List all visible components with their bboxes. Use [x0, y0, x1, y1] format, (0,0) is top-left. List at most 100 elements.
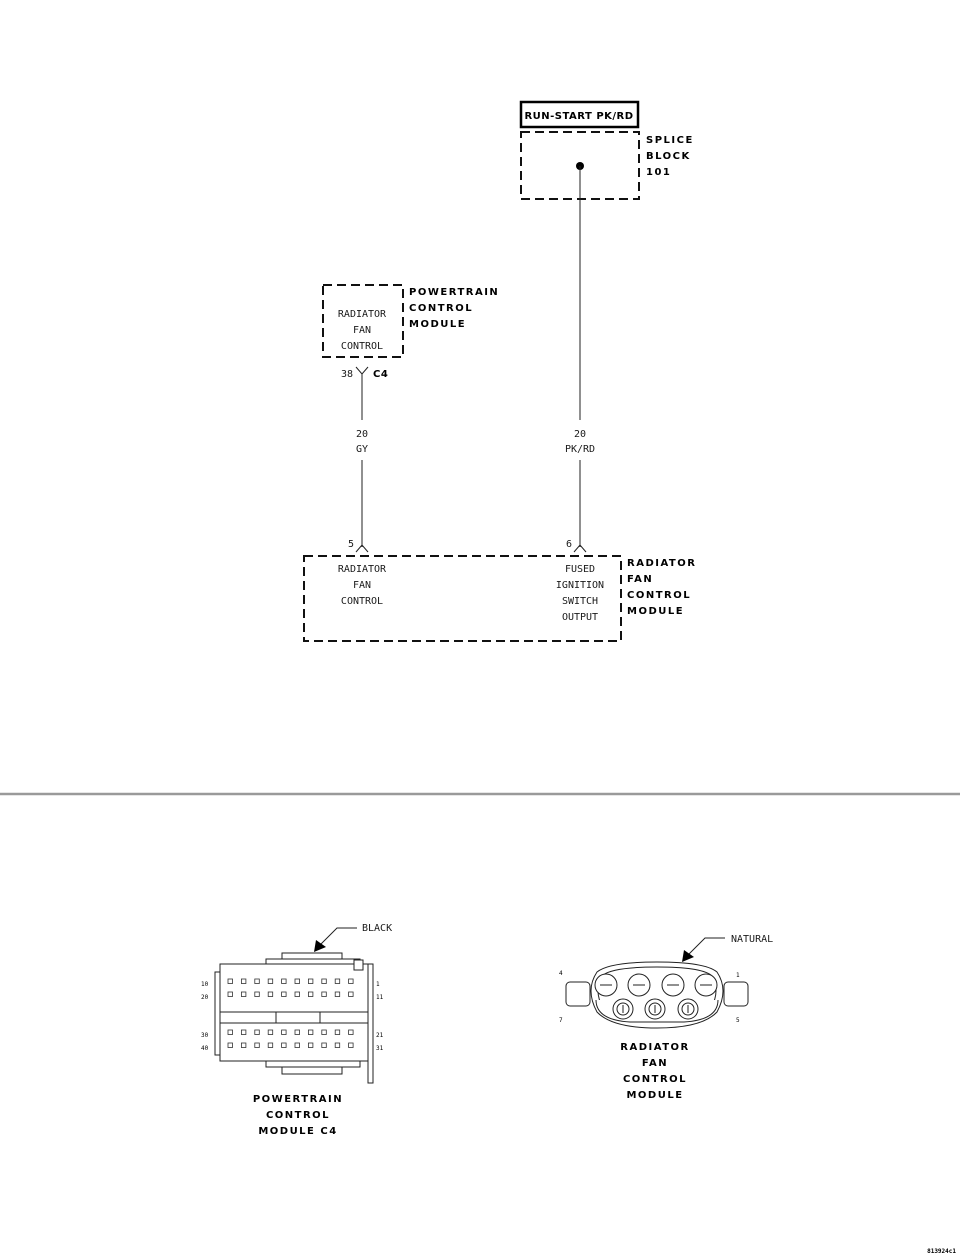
pcm-c4-cavity — [307, 978, 314, 984]
pcm-c4-pin-31: 31 — [376, 1045, 384, 1052]
wire-gy-color: GY — [356, 444, 368, 455]
pcm-c4-cavity — [307, 991, 314, 997]
rfcm-view-pin-5: 5 — [736, 1017, 740, 1024]
pin-5-terminal — [355, 544, 369, 553]
rfcm-bottom-cavities — [612, 998, 699, 1020]
pcm-c4-pin-10: 10 — [201, 981, 209, 988]
pcm-c4-pin-21: 21 — [376, 1032, 384, 1039]
pcm-c4-cavity — [254, 978, 260, 984]
pcm-c4-cavity — [348, 1029, 354, 1035]
splice-label-1: SPLICE — [646, 135, 694, 146]
pcm-c4-cavity — [294, 1042, 300, 1048]
pcm-c4-cavity — [334, 1042, 341, 1048]
pcm-c4-cavity — [307, 1042, 314, 1048]
natural-callout-arrow — [682, 950, 694, 962]
pcm-c4-title-3: MODULE C4 — [258, 1126, 337, 1137]
rfcm-view-title-3: CONTROL — [623, 1074, 687, 1085]
pcm-c4-title-2: CONTROL — [266, 1110, 330, 1121]
black-callout-line — [319, 927, 357, 946]
pcm-c4-cavity — [294, 1029, 300, 1035]
pcm-c4-cavity — [227, 1042, 233, 1048]
pcm-c4-cavity — [321, 1029, 327, 1035]
splice-label-2: BLOCK — [646, 151, 691, 162]
pcm-c4-cavity — [267, 991, 274, 997]
pcm-c4-pin-30: 30 — [201, 1032, 209, 1039]
wire-pkrd-gauge: 20 — [574, 429, 586, 440]
wire-pkrd-color: PK/RD — [565, 444, 595, 455]
pcm-c4-cavity — [321, 1042, 327, 1048]
pcm-func-3: CONTROL — [341, 341, 383, 352]
wire-gy-gauge: 20 — [356, 429, 368, 440]
rfcm-view-title-1: RADIATOR — [620, 1042, 689, 1053]
splice-tag-box — [519, 100, 640, 129]
pcm-c4-connector-view — [214, 952, 374, 1084]
pin-38-terminal — [355, 366, 369, 375]
rfcm-func-right-2: IGNITION — [556, 580, 604, 591]
pcm-c4-cavity — [294, 978, 300, 984]
pcm-c4-cavity — [227, 978, 233, 984]
rfcm-view-pin-4: 4 — [559, 970, 563, 977]
pcm-c4-cavity — [348, 1042, 354, 1048]
pcm-c4-cavity — [281, 1029, 287, 1035]
black-callout-arrow — [314, 940, 326, 952]
pcm-c4-cavity — [281, 1042, 287, 1048]
rfcm-func-left-1: RADIATOR — [338, 564, 387, 575]
pcm-func-1: RADIATOR — [338, 309, 387, 320]
pcm-c4-cavity — [227, 1029, 233, 1035]
pcm-c4-cavity — [254, 991, 260, 997]
pcm-c4-cavity — [254, 1042, 260, 1048]
rfcm-view-pin-7: 7 — [559, 1017, 563, 1024]
pcm-c4-cavity — [307, 1029, 314, 1035]
pcm-c4-cavity — [254, 1029, 260, 1035]
pcm-c4-title-1: POWERTRAIN — [253, 1094, 343, 1105]
rfcm-func-right-4: OUTPUT — [562, 612, 598, 623]
pcm-c4-cavity — [294, 991, 300, 997]
pcm-connector: C4 — [373, 369, 388, 380]
rfcm-func-left-2: FAN — [353, 580, 371, 591]
pcm-c4-pin-40: 40 — [201, 1045, 209, 1052]
pcm-c4-cavity — [227, 991, 233, 997]
rfcm-label-1: RADIATOR — [627, 558, 696, 569]
pin-6-terminal — [573, 544, 587, 553]
rfcm-view-title-4: MODULE — [626, 1090, 683, 1101]
rfcm-label-4: MODULE — [627, 606, 684, 617]
rfcm-pin-right: 6 — [566, 539, 572, 550]
natural-callout-line — [687, 937, 725, 956]
pcm-label-2: CONTROL — [409, 303, 473, 314]
pcm-c4-pin-1: 1 — [376, 981, 380, 988]
rfcm-view-pin-1: 1 — [736, 972, 740, 979]
rfcm-outline — [303, 555, 622, 642]
pcm-c4-cavity — [281, 991, 287, 997]
pcm-c4-cavity — [240, 1042, 247, 1048]
pcm-c4-cavity — [348, 991, 354, 997]
pcm-outline — [322, 284, 404, 358]
pcm-c4-cavity — [321, 978, 327, 984]
pcm-label-3: MODULE — [409, 319, 466, 330]
pcm-label-1: POWERTRAIN — [409, 287, 499, 298]
rfcm-pin-left: 5 — [348, 539, 354, 550]
figure-id: 813924c1 — [927, 1248, 956, 1255]
rfcm-top-cavities — [594, 973, 718, 997]
pcm-c4-cavity — [334, 1029, 341, 1035]
splice-tag: RUN-START PK/RD — [524, 111, 633, 122]
pcm-c4-pin-20: 20 — [201, 994, 209, 1001]
pcm-c4-cavity — [240, 1029, 247, 1035]
pcm-c4-color: BLACK — [362, 923, 392, 934]
pcm-c4-cavity — [321, 991, 327, 997]
rfcm-func-right-1: FUSED — [565, 564, 595, 575]
rfcm-connector-view — [565, 961, 749, 1029]
rfcm-label-2: FAN — [627, 574, 653, 585]
pcm-c4-cavity — [334, 978, 341, 984]
pcm-c4-pin-grid — [227, 978, 354, 1048]
pcm-c4-cavity — [267, 1029, 274, 1035]
pcm-c4-pin-11: 11 — [376, 994, 384, 1001]
splice-label-3: 101 — [646, 167, 671, 178]
pcm-c4-cavity — [281, 978, 287, 984]
pcm-pin: 38 — [341, 369, 353, 380]
pcm-c4-cavity — [240, 991, 247, 997]
pcm-c4-cavity — [267, 978, 274, 984]
rfcm-view-title-2: FAN — [642, 1058, 668, 1069]
pcm-c4-cavity — [348, 978, 354, 984]
pcm-func-2: FAN — [353, 325, 371, 336]
